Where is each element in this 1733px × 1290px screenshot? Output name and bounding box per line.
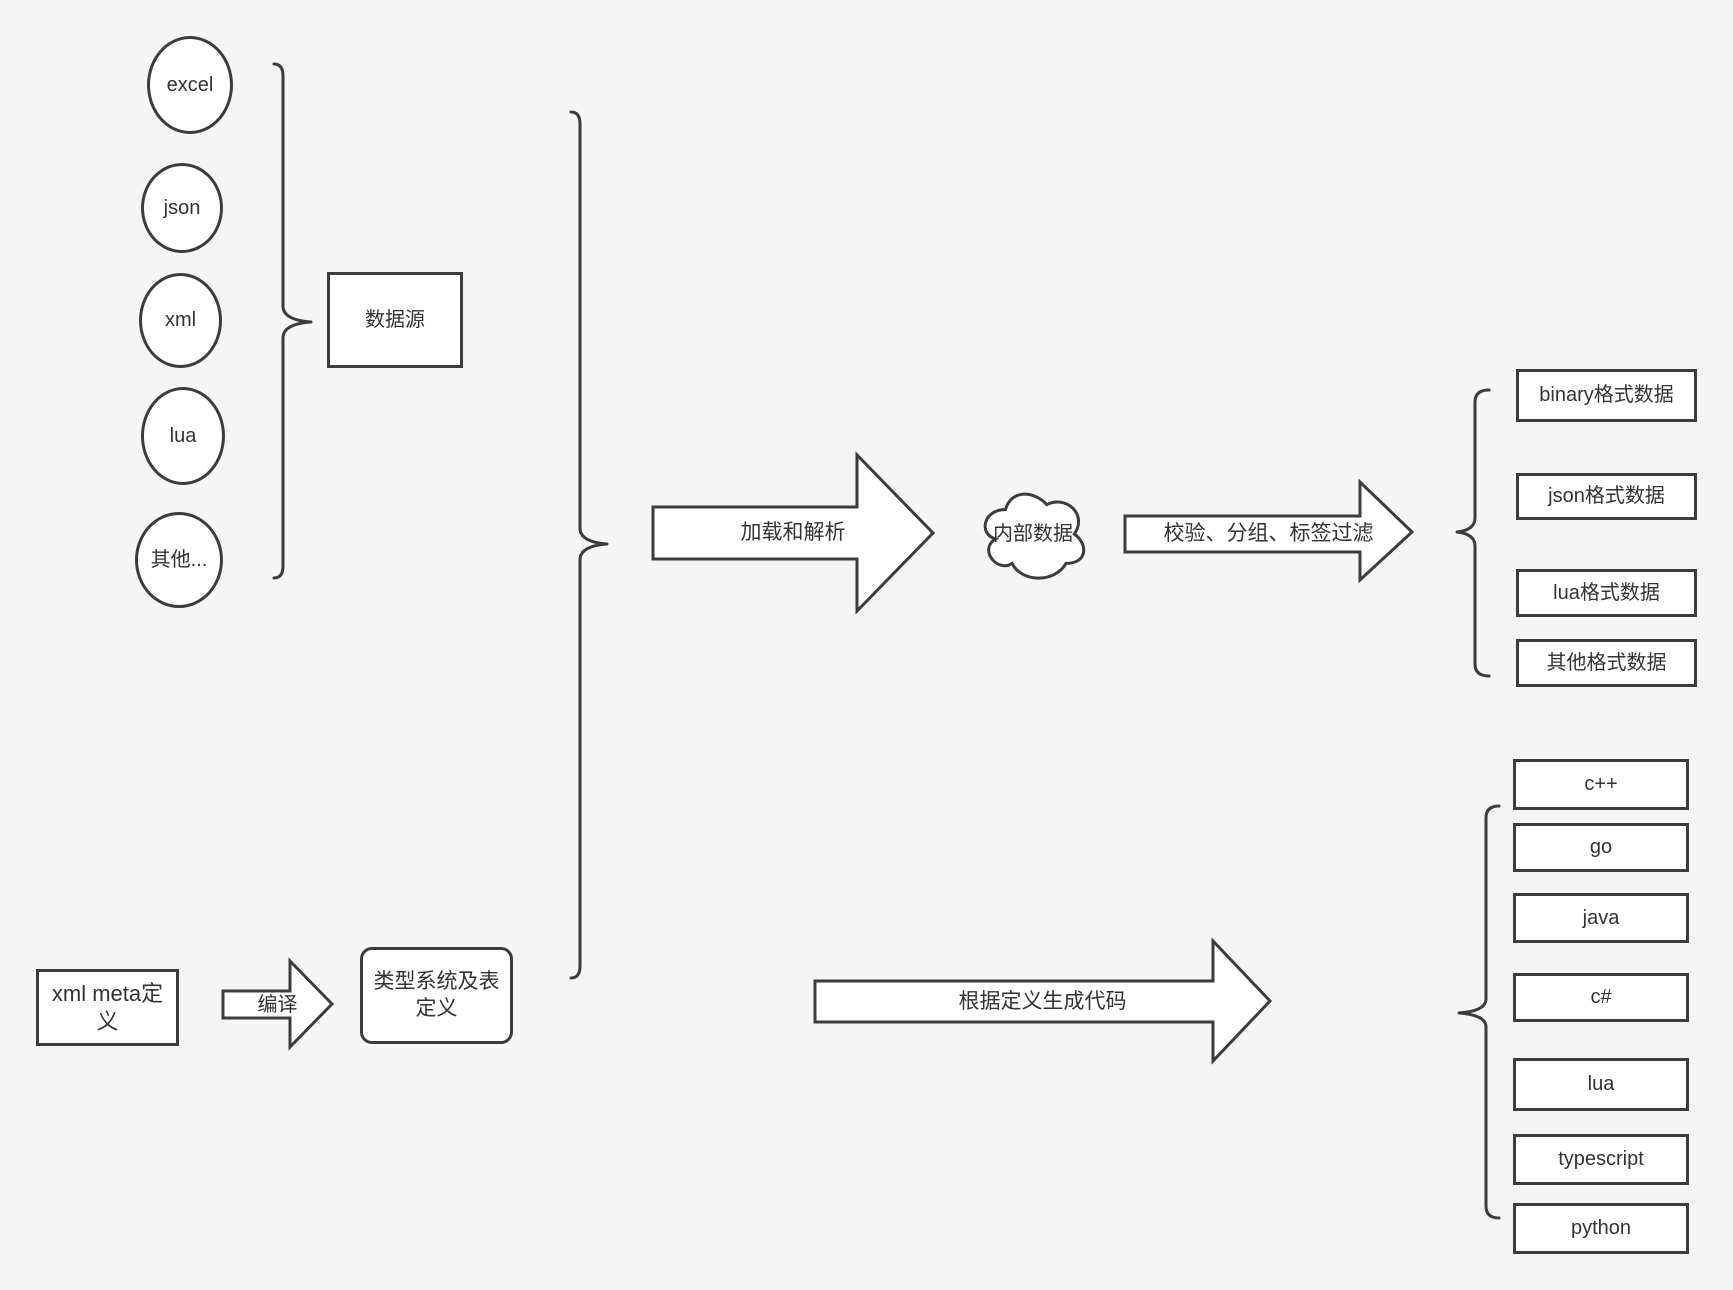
language-box-lua: lua	[1513, 1058, 1689, 1111]
language-java-label: java	[1582, 906, 1620, 929]
source-ellipse-lua: lua	[141, 387, 225, 485]
compile-arrow	[221, 957, 335, 1051]
format-output-box-json: json格式数据	[1516, 473, 1697, 520]
xml-meta-box-label: xml meta定义	[51, 981, 164, 1034]
filter-arrow	[1123, 478, 1415, 584]
data-source-group-box: 数据源	[327, 272, 463, 368]
format-output-box-binary: binary格式数据	[1516, 369, 1697, 422]
codegen-arrow	[813, 937, 1273, 1065]
language-box-java: java	[1513, 893, 1689, 943]
language-cpp-label: c++	[1584, 773, 1618, 795]
language-box-go: go	[1513, 823, 1689, 872]
source-ellipse-xml-label: xml	[164, 309, 197, 331]
format-output-json-label: json格式数据	[1548, 485, 1665, 507]
language-python-label: python	[1570, 1217, 1632, 1239]
type-system-box: 类型系统及表定义	[360, 947, 513, 1044]
format-output-other-label: 其他格式数据	[1546, 651, 1667, 674]
data-source-group-label: 数据源	[365, 308, 425, 331]
format-output-box-lua: lua格式数据	[1516, 569, 1697, 617]
load-parse-arrow	[651, 451, 936, 615]
source-ellipse-other: 其他...	[135, 512, 223, 608]
language-go-label: go	[1589, 836, 1613, 858]
language-typescript-label: typescript	[1558, 1148, 1644, 1170]
source-ellipse-lua-label: lua	[169, 424, 197, 447]
language-box-csharp: c#	[1513, 973, 1689, 1022]
source-ellipse-excel: excel	[147, 36, 233, 134]
language-lua-label: lua	[1587, 1073, 1615, 1095]
format-output-binary-label: binary格式数据	[1539, 384, 1674, 406]
languages-brace	[1457, 804, 1501, 1220]
source-ellipse-json: json	[141, 163, 223, 253]
source-ellipse-xml: xml	[139, 273, 222, 368]
source-ellipse-other-label: 其他...	[150, 548, 208, 571]
format-outputs-brace	[1455, 388, 1491, 678]
main-input-brace	[569, 110, 609, 980]
format-output-box-other: 其他格式数据	[1516, 639, 1697, 687]
type-system-box-label: 类型系统及表定义	[373, 970, 500, 1020]
data-sources-brace	[272, 62, 313, 580]
xml-meta-box: xml meta定义	[36, 969, 179, 1046]
source-ellipse-excel-label: excel	[166, 73, 214, 96]
source-ellipse-json-label: json	[163, 196, 201, 219]
language-csharp-label: c#	[1590, 986, 1612, 1008]
internal-data-cloud	[983, 492, 1086, 580]
language-box-python: python	[1513, 1203, 1689, 1254]
language-box-cpp: c++	[1513, 759, 1689, 810]
format-output-lua-label: lua格式数据	[1553, 581, 1660, 604]
language-box-typescript: typescript	[1513, 1134, 1689, 1185]
